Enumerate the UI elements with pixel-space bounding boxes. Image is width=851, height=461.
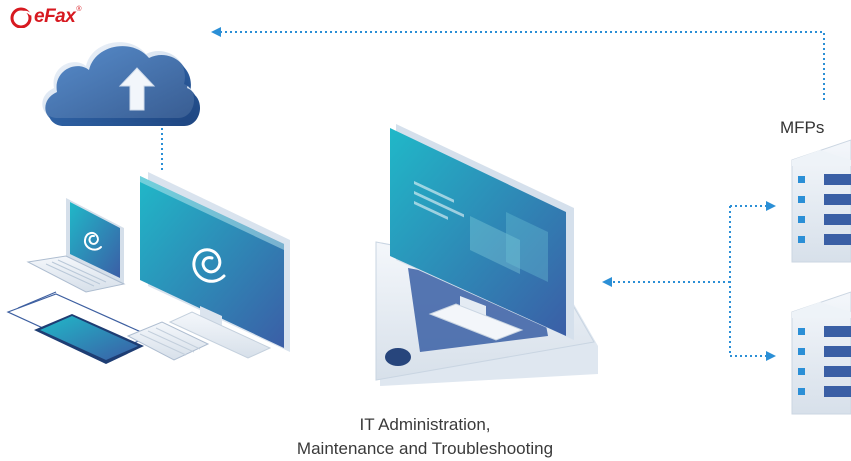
spiral-logo-icon bbox=[192, 248, 226, 283]
efax-logo-text: eFax bbox=[34, 6, 76, 27]
tablet-icon bbox=[34, 314, 144, 364]
efax-logo: eFax ® bbox=[10, 6, 81, 28]
admin-monitor-icon bbox=[375, 124, 598, 386]
caption-line-1: IT Administration, bbox=[359, 415, 491, 434]
server-rack-icon bbox=[791, 291, 851, 415]
admin-caption: IT Administration, Maintenance and Troub… bbox=[230, 413, 620, 461]
spiral-logo-icon bbox=[83, 231, 102, 251]
server-rack-icon bbox=[791, 139, 851, 263]
efax-logo-mark-icon bbox=[10, 7, 32, 28]
caption-line-2: Maintenance and Troubleshooting bbox=[296, 439, 554, 458]
desktop-monitor-icon bbox=[140, 172, 290, 359]
laptop-icon bbox=[26, 198, 126, 293]
efax-registered-mark: ® bbox=[76, 5, 82, 13]
cloud-upload-icon bbox=[42, 42, 201, 126]
upload-arrow-icon bbox=[118, 67, 156, 111]
arrow-mfp-to-cloud bbox=[211, 27, 825, 100]
mfps-label: MFPs bbox=[780, 118, 825, 137]
keyboard-icon bbox=[126, 321, 210, 361]
mouse-icon bbox=[385, 348, 411, 366]
